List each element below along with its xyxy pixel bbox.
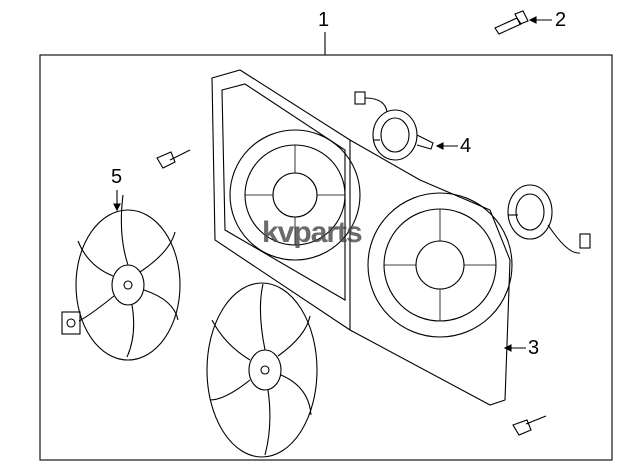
screw-icon (512, 415, 547, 436)
cooling-fan (206, 282, 318, 458)
fan-motor (507, 184, 591, 254)
screw-icon (156, 149, 191, 169)
callout-2: 2 (555, 9, 567, 31)
cooling-fan (75, 194, 181, 361)
leader-4 (435, 142, 458, 150)
callout-3: 3 (528, 337, 540, 359)
bolt-icon (494, 10, 529, 35)
watermark-logo: kvparts (262, 216, 363, 249)
callout-1: 1 (318, 9, 330, 31)
leader-2 (528, 16, 552, 24)
fan-shroud (211, 69, 513, 406)
clip-nut-icon (61, 311, 81, 335)
leader-3 (503, 344, 526, 352)
callout-4: 4 (460, 135, 472, 157)
callout-5: 5 (111, 166, 123, 188)
leader-5 (113, 190, 121, 212)
fan-motor (354, 91, 434, 161)
assembly-frame (39, 54, 613, 461)
